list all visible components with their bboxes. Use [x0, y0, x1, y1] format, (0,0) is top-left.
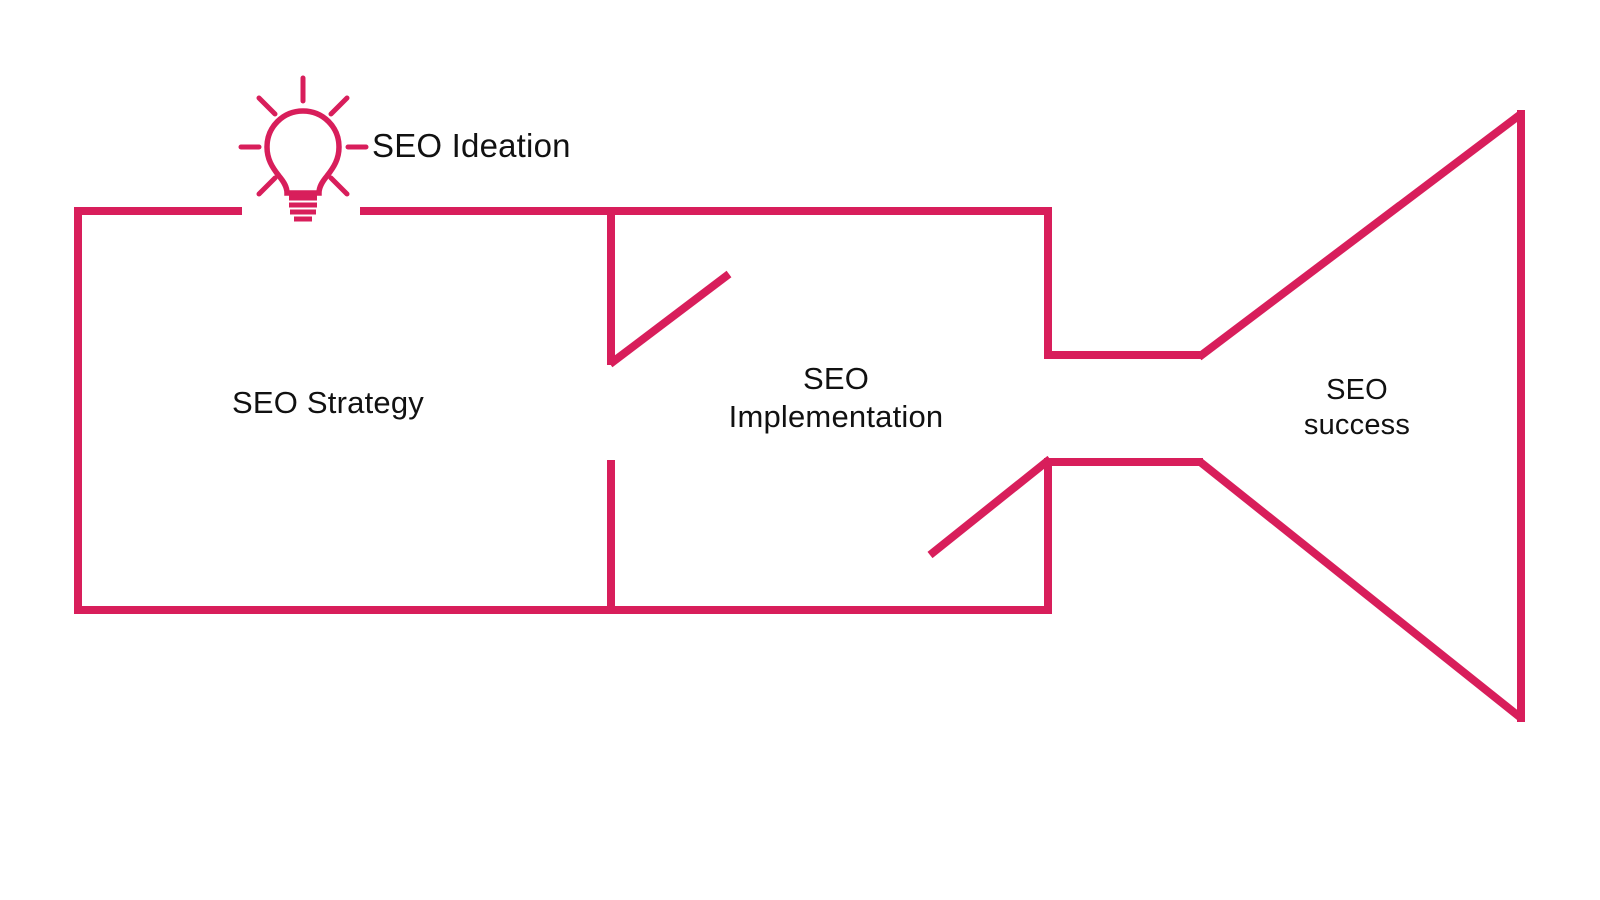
strategy-box[interactable]	[74, 207, 1048, 614]
bulb-base	[289, 195, 317, 222]
ray-lower-right	[328, 175, 350, 197]
ray-lower-left	[256, 175, 278, 197]
connector-diagonal-upper-middle	[607, 270, 732, 368]
implementation-label: SEO Implementation	[728, 361, 944, 434]
bulb-glass	[264, 108, 342, 196]
ideation-label: SEO Ideation	[372, 127, 571, 164]
success-label: SEO success	[1303, 374, 1411, 442]
success-arrow-lower-diagonal	[1196, 457, 1524, 722]
lower-step-diagonal	[927, 455, 1053, 559]
ray-upper-left	[256, 95, 278, 117]
strategy-label: SEO Strategy	[232, 385, 424, 420]
strategy-to-implementation-connector	[607, 270, 732, 368]
ray-upper-right	[328, 95, 350, 117]
lightbulb-icon	[238, 75, 369, 222]
success-arrow[interactable]	[1196, 110, 1525, 722]
bulb-rays	[238, 75, 369, 197]
implementation-box[interactable]	[360, 207, 1052, 614]
implementation-to-success-lower-connector	[927, 455, 1203, 559]
success-arrow-upper-diagonal	[1196, 110, 1524, 361]
